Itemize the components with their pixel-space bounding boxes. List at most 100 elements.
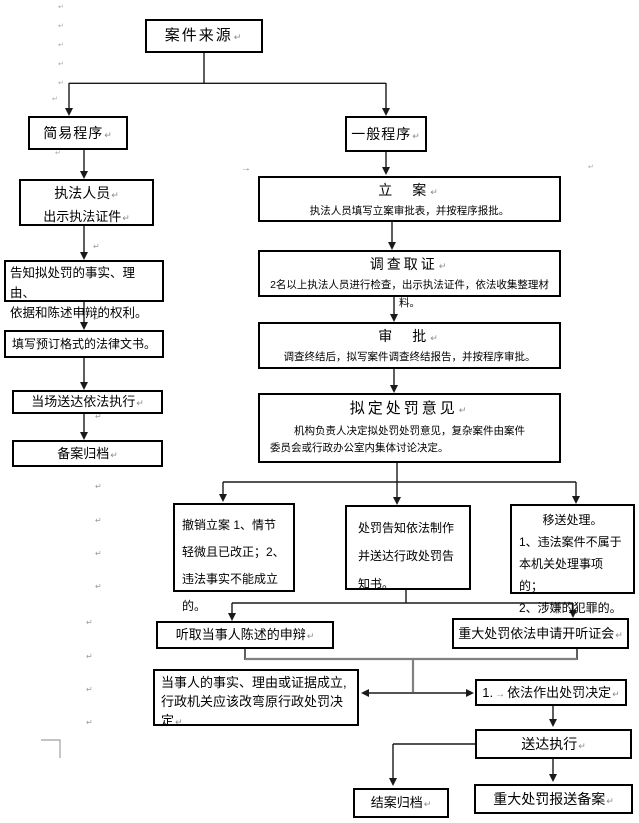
node-case-source: 案件来源↵ (145, 19, 263, 53)
node-delivery-execution: 送达执行↵ (475, 729, 632, 759)
arrowhead (388, 242, 396, 250)
paragraph-mark: ↵ (58, 42, 64, 49)
node-fill-documents: 填写预订格式的法律文书。 (4, 330, 164, 358)
paragraph-mark: ↵ (95, 482, 102, 491)
node-label: 案件来源 (164, 27, 233, 44)
node-penalty-notice: 处罚告知依法制作并送达行政处罚告知书。 (345, 505, 471, 591)
paragraph-mark: ↵ (615, 630, 623, 640)
paragraph-mark: ↵ (58, 4, 64, 11)
paragraph-mark: ↵ (95, 549, 102, 558)
arrowhead (382, 167, 390, 175)
node-label: 依法作出处罚决定 (507, 685, 612, 700)
arrowhead (80, 382, 88, 390)
node-label: 重大处罚报送备案 (493, 791, 606, 807)
paragraph-mark: ↵ (578, 741, 586, 751)
node-draft-opinion: 拟定处罚意见↵ 机构负责人决定拟处罚处罚意见，复杂案件由案件 委员会或行政办公室… (258, 393, 561, 463)
arrowhead (389, 778, 397, 786)
node-line: 告知拟处罚的事实、理由、 (10, 266, 136, 300)
paragraph-mark: ↵ (458, 405, 470, 415)
arrowhead (572, 496, 580, 504)
node-title: 审 批↵ (378, 328, 441, 344)
arrowhead-left (361, 689, 369, 697)
node-decision: 1.→依法作出处罚决定↵ (475, 679, 627, 706)
paragraph-mark: ↵ (175, 717, 183, 727)
node-label: 填写预订格式的法律文书。 (11, 337, 156, 351)
node-label: 送达执行 (521, 736, 578, 752)
node-withdraw-case: 撤销立案 1、情节轻微且已改正；2、违法事实不能成立的。 (173, 503, 295, 613)
paragraph-mark: ↵ (58, 61, 64, 68)
paragraph-mark: ↵ (95, 516, 102, 525)
paragraph-mark: ↵ (412, 131, 421, 141)
arrowhead (382, 108, 390, 116)
node-prefix: 1. (482, 685, 494, 700)
arrowhead (80, 252, 88, 260)
margin-corner-mark (41, 739, 61, 758)
paragraph-mark: ↵ (122, 213, 130, 223)
node-body: 2名以上执法人员进行检查，出示执法证件，依法收集整理材料。 (270, 279, 549, 309)
arrowhead (65, 108, 73, 116)
paragraph-mark: ↵ (430, 333, 441, 343)
node-line: 2、涉嫌的犯罪的。 (519, 601, 622, 615)
node-hear-defense: 听取当事人陈述的申辩↵ (156, 621, 334, 649)
paragraph-mark: ↵ (86, 618, 93, 627)
node-general-procedure: 一般程序↵ (345, 116, 427, 152)
paragraph-mark: ↵ (588, 164, 594, 171)
node-hearing: 重大处罚依法申请开听证会↵ (452, 618, 629, 649)
node-file-case: 立 案↵ 执法人员填写立案审批表，并按程序报批。 (258, 176, 561, 222)
node-simple-procedure: 简易程序↵ (28, 116, 128, 150)
node-title: 拟定处罚意见↵ (349, 400, 470, 417)
paragraph-mark: ↵ (86, 652, 93, 661)
node-label: 结案归档 (370, 795, 423, 810)
node-officer: 执法人员↵ 出示执法证件↵ (19, 179, 154, 226)
paragraph-mark: ↵ (606, 796, 614, 806)
node-label: 一般程序 (351, 126, 412, 142)
arrowhead (80, 171, 88, 179)
arrowhead (549, 719, 557, 727)
arrowhead (80, 322, 88, 330)
node-title: 调查取证↵ (369, 256, 450, 272)
node-body: 当事人的事实、理由或证据成立,行政机关应该改弯原行政处罚决定 (161, 675, 347, 728)
node-label: 当场送达依法执行 (31, 394, 136, 409)
node-label: 听取当事人陈述的申辩 (175, 627, 306, 642)
node-body: 处罚告知依法制作并送达行政处罚告知书。 (358, 521, 455, 591)
tab-mark: → (495, 689, 506, 700)
paragraph-mark: ↵ (306, 631, 315, 641)
node-body: 执法人员填写立案审批表，并按程序报批。 (309, 205, 510, 217)
paragraph-mark: ↵ (55, 150, 61, 157)
node-label: 重大处罚依法申请开听证会 (458, 626, 615, 641)
arrowhead (390, 314, 398, 322)
paragraph-mark: ↵ (430, 187, 441, 197)
node-body: 撤销立案 1、情节轻微且已改正；2、违法事实不能成立的。 (182, 518, 285, 613)
node-label: 简易程序 (43, 125, 104, 141)
paragraph-mark: ↵ (93, 314, 100, 323)
paragraph-mark: ↵ (58, 23, 64, 30)
arrowhead (228, 613, 236, 621)
arrowhead (569, 610, 577, 618)
node-party-evidence: 当事人的事实、理由或证据成立,行政机关应该改弯原行政处罚决定↵ (153, 669, 359, 728)
node-line: 1、违法案件不属于本机关处理事项的； (519, 535, 622, 593)
paragraph-mark: ↵ (111, 190, 119, 200)
paragraph-mark: ↵ (58, 80, 64, 87)
paragraph-mark: ↵ (104, 130, 113, 140)
node-title: 立 案↵ (378, 182, 441, 198)
paragraph-mark: ↵ (438, 261, 450, 271)
paragraph-mark: ↵ (423, 799, 432, 809)
node-investigation: 调查取证↵ 2名以上执法人员进行检查，出示执法证件，依法收集整理材料。 (258, 250, 561, 309)
node-label: 备案归档 (57, 446, 110, 461)
node-line: 执法人员↵ (54, 185, 119, 201)
paragraph-mark: ↵ (93, 242, 100, 251)
node-major-report: 重大处罚报送备案↵ (474, 784, 633, 814)
paragraph-mark: ↵ (233, 32, 244, 42)
paragraph-mark: ↵ (95, 582, 102, 591)
paragraph-mark: ↵ (86, 685, 93, 694)
paragraph-mark: ↵ (612, 689, 620, 699)
node-body: 委员会或行政办公室内集体讨论决定。 (270, 442, 449, 454)
arrowhead (390, 385, 398, 393)
node-line: 移送处理。 (542, 513, 603, 527)
node-close-archive: 结案归档↵ (353, 788, 449, 818)
node-line: 依据和陈述申辩的权利。 (10, 306, 148, 320)
node-transfer: 移送处理。 1、违法案件不属于本机关处理事项的； 2、涉嫌的犯罪的。 (510, 504, 635, 615)
node-approval: 审 批↵ 调查终结后，拟写案件调查终结报告，并按程序审批。 (258, 322, 561, 369)
